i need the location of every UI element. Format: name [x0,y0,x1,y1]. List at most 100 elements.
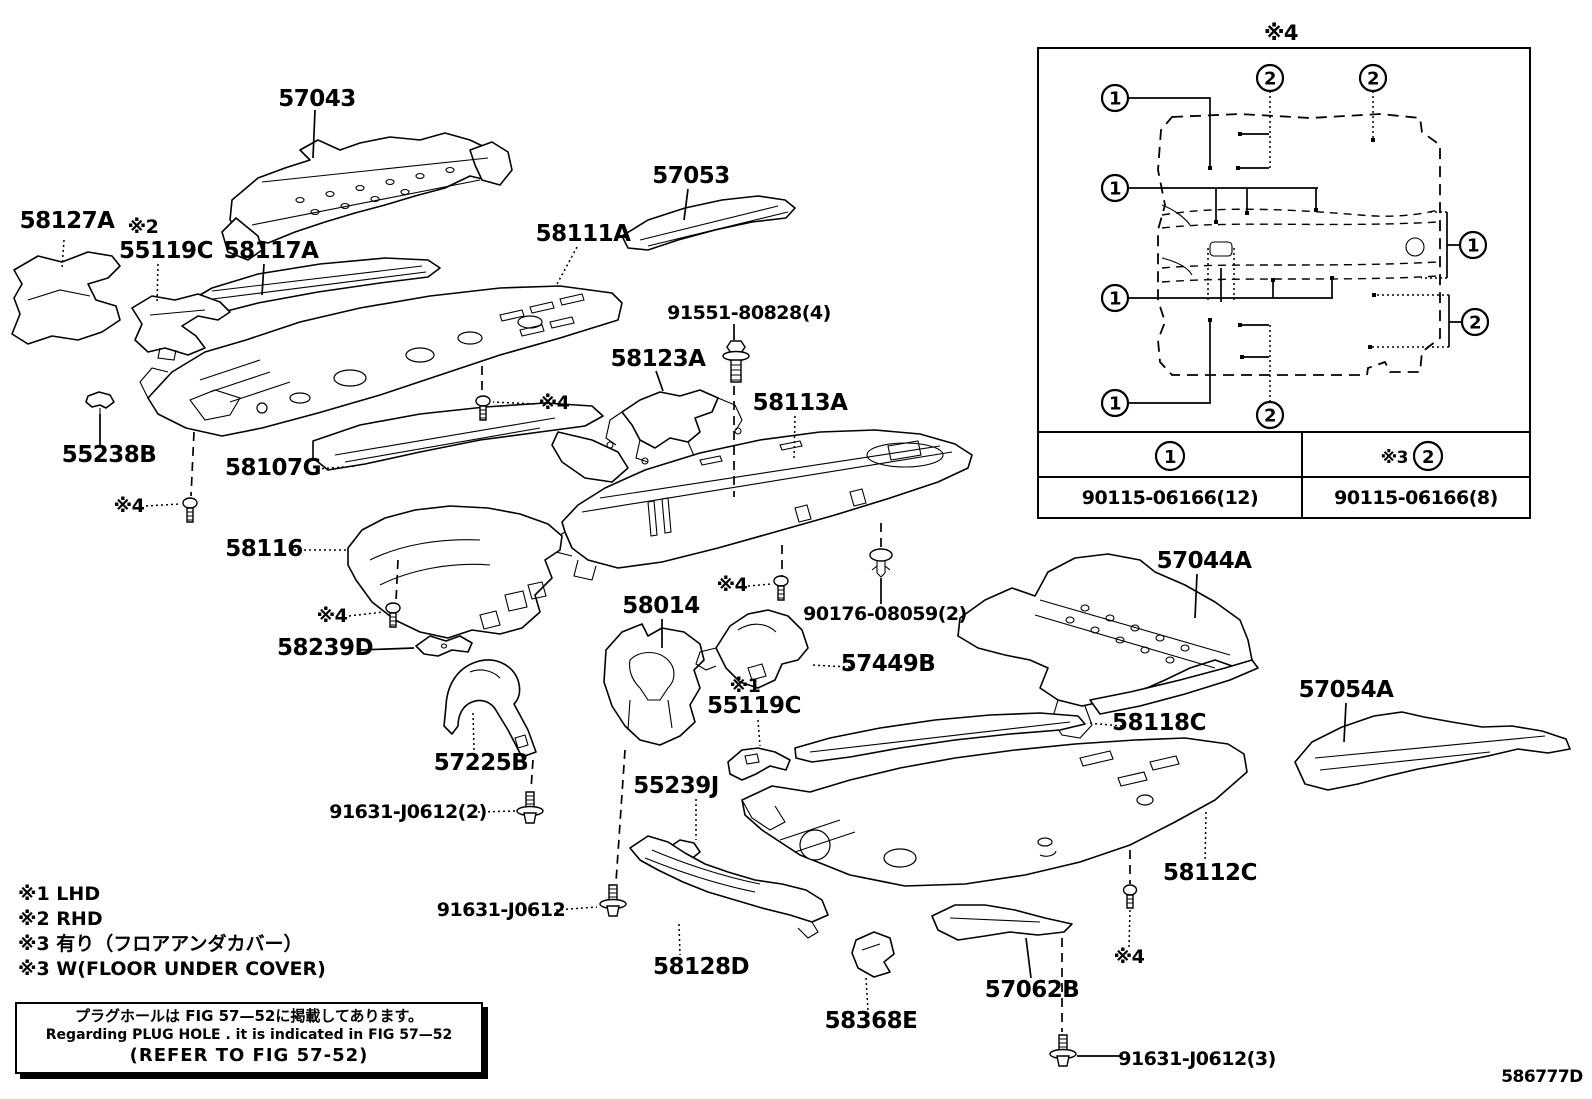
label-91631-J0612-3: 91631-J0612(3) [1118,1048,1276,1070]
svg-text:1: 1 [1109,394,1121,415]
legend-note-3-en: ※3 W(FLOOR UNDER COVER) [18,958,326,980]
plug-hole-note-en: Regarding PLUG HOLE . it is indicated in… [45,1027,453,1043]
inset-callout-1-0: 1 [1100,83,1130,113]
part-57054A-side-member [1294,711,1571,791]
inset-callout-leaders [1128,91,1462,404]
label-marker-4a: ※4 [114,495,145,517]
label-58118C: 58118C [1112,710,1206,736]
part-58107G-floor-insulator [312,402,629,483]
table-value-col2: 90115-06166(8) [1334,487,1498,509]
plug-hole-note-jp: プラグホールは FIG 57—52に掲載してあります。 [75,1007,423,1025]
label-58112C: 58112C [1163,860,1257,886]
bolt-icon-m4-e [1122,884,1138,909]
part-58111A-front-floor-pan [139,285,623,437]
part-58368E-bracket [851,931,895,978]
label-58128D: 58128D [653,954,749,980]
label-57062B: 57062B [985,977,1080,1003]
svg-text:1: 1 [1109,179,1121,200]
label-58239D: 58239D [277,635,373,661]
part-58239D-bracket [415,635,473,657]
table-header-circle-1 [1154,440,1186,472]
bolt-icon-91631-2 [516,791,544,824]
label-91551-80828-4: 91551-80828(4) [667,302,831,324]
legend-note-1: ※1 LHD [18,883,101,905]
part-57043-front-crossmember [221,132,513,261]
inset-callout-2-6: 2 [1255,400,1285,430]
inset-callout-1-3: 1 [1100,388,1130,418]
inset-callouts: 1 1 1 1 2 2 2 1 2 [1100,63,1490,430]
inset-title: ※4 [1264,21,1298,45]
label-57225B: 57225B [434,750,529,776]
inset-callout-2-4: 2 [1255,63,1285,93]
plug-hole-note-box: プラグホールは FIG 57—52に掲載してあります。 Regarding PL… [15,1002,483,1074]
label-58117A: 58117A [224,238,320,264]
label-marker-1: ※1 [730,675,761,697]
bolt-icon-91551 [722,340,750,383]
inset-detail-box: 1 1 1 1 2 2 2 1 2 1 ※3 2 90115-06166(12) 90115-0… [1037,21,1531,519]
table-header-prefix: ※3 [1381,448,1408,468]
label-55238B: 55238B [62,442,157,468]
label-55119C-rh: 55119C [119,238,213,264]
legend-note-2: ※2 RHD [18,908,103,930]
label-57053: 57053 [652,163,730,189]
bolt-icon-91631-1 [599,884,627,917]
part-58127A-bracket [11,251,121,345]
label-marker-4c: ※4 [539,392,570,414]
part-58112C-rear-floor-pan [741,737,1248,887]
part-55238B-clip [85,391,115,414]
table-header-circle-2 [1412,440,1444,472]
inset-table: 1 ※3 2 90115-06166(12) 90115-06166(8) [1038,431,1530,518]
label-57043: 57043 [278,86,356,112]
part-57053-side-member-rear [621,195,796,251]
part-58123A-bracket [605,389,743,465]
label-57044A: 57044A [1157,548,1253,574]
label-55239J: 55239J [633,773,719,799]
label-57449B: 57449B [841,651,936,677]
part-58118C-sill-strip [794,712,1086,763]
svg-text:1: 1 [1109,289,1121,310]
part-58014-tunnel-bracket [603,623,705,746]
label-58127A: 58127A [20,208,116,234]
label-57054A: 57054A [1299,677,1395,703]
table-header-digit-2: 2 [1422,447,1434,468]
plug-hole-note-ref: (REFER TO FIG 57-52) [129,1045,369,1066]
part-58128D-front-strip [629,835,829,939]
bolt-icon-m4-a [475,395,491,421]
part-57044A-rear-crossmember-assembly [957,553,1259,739]
label-90176-08059-2: 90176-08059(2) [803,603,967,625]
bolt-icon-m4-d [773,575,789,601]
svg-text:2: 2 [1469,313,1481,334]
inset-callout-1-2: 1 [1100,283,1130,313]
svg-text:1: 1 [1109,89,1121,110]
legend-note-3-jp: ※3 有り（フロアアンダカバー） [18,933,303,955]
svg-text:1: 1 [1467,236,1479,257]
leader-lines [61,109,1347,1057]
part-58116-insulator [347,505,563,639]
label-doc-number: 586777D [1501,1067,1583,1087]
part-57062B-bracket [931,904,1073,941]
bolt-icon-91631-3 [1049,1034,1077,1067]
label-marker-4e: ※4 [1114,946,1145,968]
table-header-digit-1: 1 [1164,447,1176,468]
inset-callout-1-1: 1 [1100,173,1130,203]
legend-notes: ※1 LHD ※2 RHD ※3 有り（フロアアンダカバー） ※3 W(FLOO… [18,882,326,982]
part-57449B-bracket [695,609,809,689]
label-55119C-lh: 55119C [707,693,801,719]
label-58113A: 58113A [753,390,849,416]
svg-text:2: 2 [1264,69,1276,90]
inset-callout-1-7: 1 [1458,230,1488,260]
svg-text:2: 2 [1367,69,1379,90]
table-value-col1: 90115-06166(12) [1082,487,1258,509]
label-91631-J0612: 91631-J0612 [437,899,565,921]
svg-text:2: 2 [1264,406,1276,427]
part-55119C-lh-bracket [727,747,791,781]
bolt-icon-m4-c [385,602,401,628]
label-58111A: 58111A [536,221,632,247]
inset-callout-2-8: 2 [1460,307,1490,337]
label-91631-J0612-2: 91631-J0612(2) [329,801,487,823]
label-58123A: 58123A [611,346,707,372]
part-55119C-rh-bracket [131,293,231,361]
